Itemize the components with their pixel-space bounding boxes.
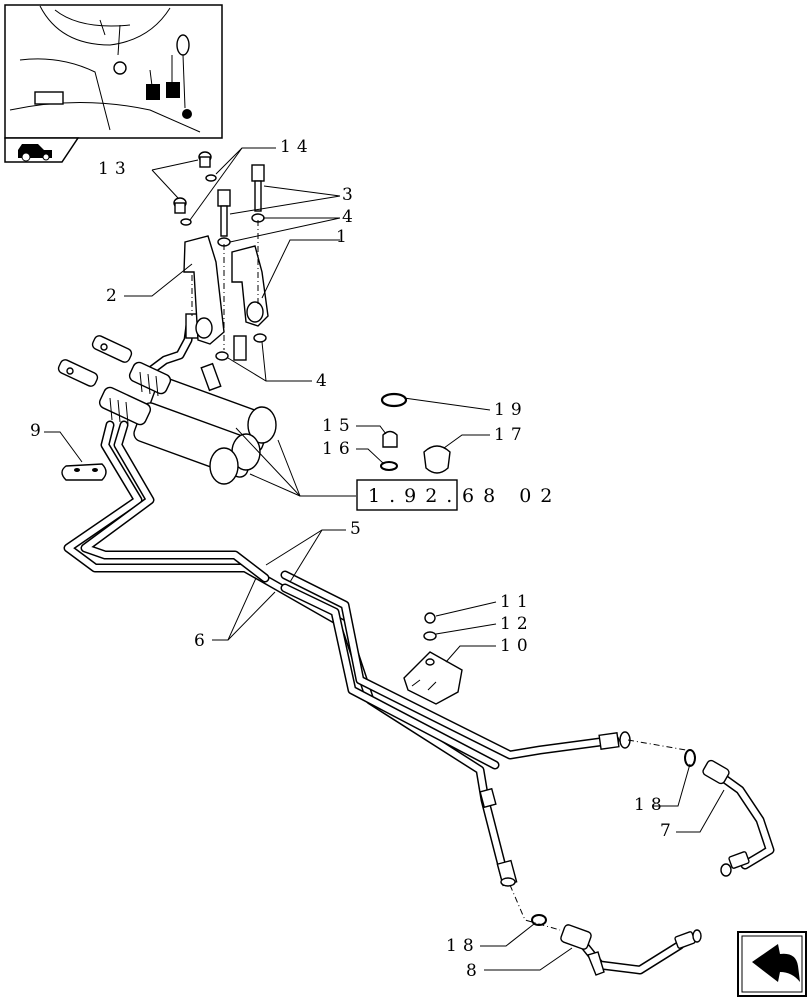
callout-3: 3	[342, 185, 359, 205]
callout-16: 16	[322, 439, 356, 459]
callout-1: 1	[336, 227, 353, 247]
back-arrow-icon[interactable]	[737, 931, 807, 997]
callout-17: 17	[494, 425, 528, 445]
callout-8: 8	[466, 961, 483, 981]
callout-4-top: 4	[342, 207, 359, 227]
callout-7: 7	[660, 821, 677, 841]
callout-9: 9	[30, 421, 47, 441]
reference-code[interactable]: 1.92. 68 02	[356, 479, 561, 511]
callout-10: 10	[500, 636, 534, 656]
callout-14: 14	[280, 137, 314, 157]
callout-18-right: 18	[634, 795, 668, 815]
reference-suffix: 68 02	[462, 485, 561, 507]
callout-labels: 1 2 3 4 4 5 6 7 8 9 10 11 12 13 14 15 16…	[30, 137, 677, 981]
end-pipes	[509, 739, 775, 976]
overview-thumbnail	[4, 4, 223, 139]
pedal-brackets	[173, 151, 269, 361]
callout-11: 11	[500, 592, 534, 612]
callout-2: 2	[106, 286, 123, 306]
callout-18-bottom: 18	[446, 936, 480, 956]
leader-lines	[44, 147, 725, 971]
callout-5: 5	[350, 519, 367, 539]
small-parts	[61, 392, 463, 705]
master-cylinder-assembly	[57, 313, 277, 485]
callout-4-bottom: 4	[316, 371, 333, 391]
tractor-icon[interactable]	[4, 137, 80, 163]
brake-tubes	[63, 320, 631, 887]
callout-13: 13	[98, 159, 132, 179]
reference-boxed: 1.92.	[368, 485, 461, 507]
callout-6: 6	[194, 631, 211, 651]
callout-15: 15	[322, 416, 356, 436]
callout-19: 19	[494, 400, 528, 420]
callout-12: 12	[500, 614, 534, 634]
